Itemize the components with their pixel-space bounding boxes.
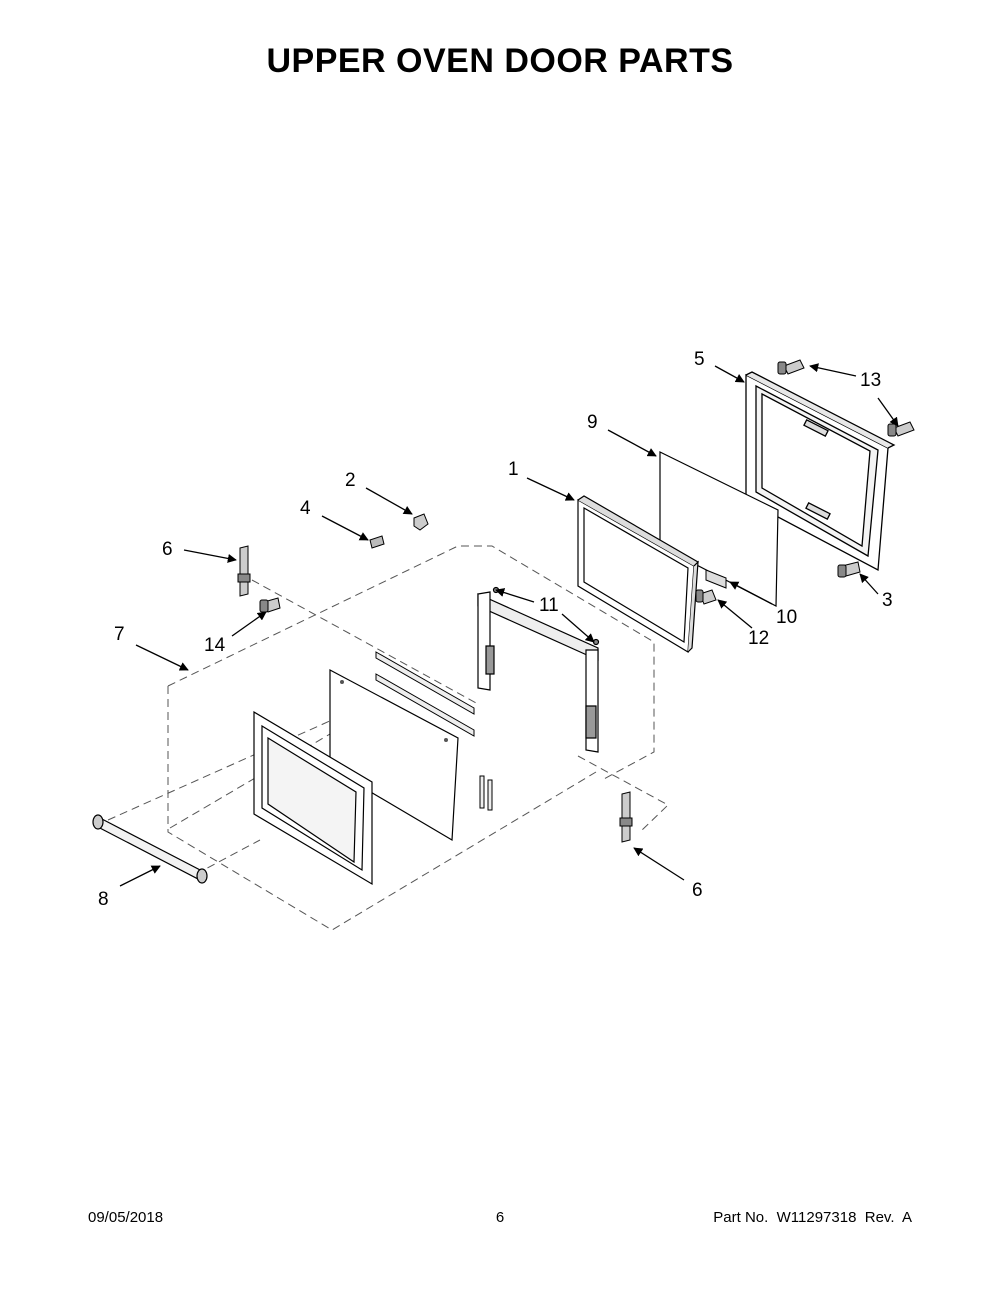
leader-arrows: [119, 363, 899, 887]
callout-11: 11: [539, 595, 559, 616]
trim-strips: [375, 651, 493, 811]
outer-door-panel: [253, 710, 373, 886]
footer-page-number: 6: [495, 1209, 505, 1226]
part-9-glass-panel: [659, 451, 779, 607]
middle-glass-panel: [329, 669, 459, 842]
callout-7: 7: [114, 624, 125, 645]
part-10-glass-clip: [705, 569, 727, 589]
part-5-inner-door-frame: [745, 371, 896, 572]
page-title: UPPER OVEN DOOR PARTS: [266, 42, 734, 80]
callout-1: 1: [508, 459, 519, 480]
part-8-handle: [92, 814, 208, 884]
callout-14: 14: [204, 635, 226, 656]
callout-5: 5: [694, 349, 705, 370]
callout-2: 2: [345, 470, 356, 491]
part-13-screws: [777, 359, 915, 437]
part-12-screw: [695, 589, 717, 605]
callout-12: 12: [748, 628, 769, 649]
part-4-clip: [369, 535, 385, 549]
callout-13: 13: [860, 370, 881, 391]
part-3-screw: [837, 561, 861, 578]
footer-part-number: Part No. W11297318 Rev. A: [713, 1209, 912, 1226]
part-11-door-channel: [477, 586, 600, 753]
callout-9: 9: [587, 412, 598, 433]
part-14-screw: [259, 597, 281, 613]
callout-3: 3: [882, 590, 893, 611]
callout-10: 10: [776, 607, 797, 628]
callout-6-left: 6: [162, 539, 173, 560]
callout-4: 4: [300, 498, 311, 519]
callout-8: 8: [98, 889, 109, 910]
part-6-hinge-left: [237, 545, 251, 597]
footer-date: 09/05/2018: [88, 1209, 164, 1226]
door-assembly-outline: [107, 545, 669, 931]
part-6-hinge-right: [619, 791, 633, 843]
part-2-bracket: [413, 513, 429, 531]
callout-6-right: 6: [692, 880, 703, 901]
part-1-glass-pack: [577, 495, 699, 654]
